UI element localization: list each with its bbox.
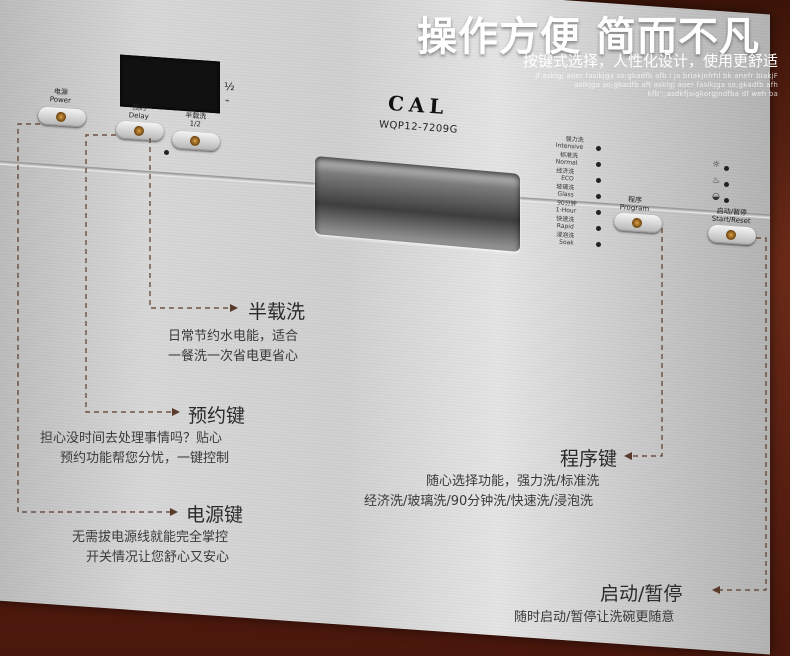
arrow-right-icon [230,304,238,312]
fine-print-line: jf asklgj aoer fasikjga so;gkadfb afb i … [535,72,778,80]
program-led [596,210,601,215]
feature-desc-line: 经济洗/玻璃洗/90分钟洗/快速洗/浸泡洗 [364,494,594,509]
feature-title-half-load: 半载洗 [248,301,306,323]
arrow-right-icon [170,508,178,516]
tap-icon: ⌁ [225,96,230,105]
feature-desc-line: 开关情况让您舒心又安心 [86,550,230,565]
feature-desc-line: 随时启动/暂停让洗碗更随意 [514,610,675,625]
arrow-left-icon [712,586,720,594]
feature-title-delay: 预约键 [188,405,246,427]
guide-power [17,123,170,513]
half-load-indicator: ½ [224,80,235,93]
feature-title-power: 电源键 [186,504,244,526]
guide-half-load [149,138,230,309]
guide-delay [85,134,172,413]
half-load-led [164,150,169,155]
feature-title-start: 启动/暂停 [600,583,683,605]
arrow-right-icon [172,408,180,416]
feature-desc-line: 一餐洗一次省电更省心 [168,349,299,364]
program-led [596,162,601,167]
status-led [724,198,729,203]
sun-icon: ☼ [712,160,721,170]
guide-program [632,228,663,457]
salt-icon: ♨ [712,176,721,186]
program-led [596,242,601,247]
fine-print-line: asikjga so;gkadfb aft askigj aoer fasikj… [574,81,778,89]
feature-desc-line: 无需拔电源线就能完全掌控 [72,530,229,545]
headline: 操作方便 简而不凡 [417,14,760,60]
arrow-left-icon [624,452,632,460]
program-led [596,146,601,151]
fine-print-line: kfb';;asdkfjaigkorgjndfba df weh ba [647,90,778,98]
program-led [596,178,601,183]
feature-desc-line: 预约功能帮您分忧，一键控制 [60,451,230,466]
feature-title-program: 程序键 [560,448,618,470]
status-led [724,166,729,171]
rinse-aid-icon: ◒ [712,192,720,202]
feature-desc-line: 随心选择功能，强力洗/标准洗 [426,474,600,489]
program-led [596,194,601,199]
guide-start [720,237,767,591]
program-led [596,226,601,231]
status-led [724,182,729,187]
feature-desc-line: 日常节约水电能，适合 [168,329,299,344]
subheadline: 按键式选择，人性化设计，使用更舒适 [522,52,778,70]
feature-desc-line: 担心没时间去处理事情吗？贴心 [40,431,223,446]
